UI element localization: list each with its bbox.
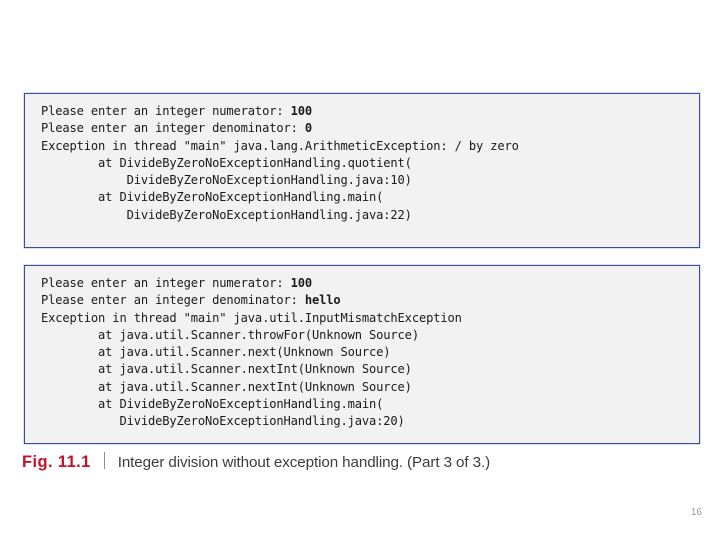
figure-caption-separator-icon — [103, 452, 105, 469]
console-output-text-arithmetic-exception: Please enter an integer numerator: 100 P… — [41, 104, 519, 222]
figure-caption-label: Fig. 11.1 — [22, 453, 91, 471]
console-output-text-input-mismatch-exception: Please enter an integer numerator: 100 P… — [41, 276, 462, 429]
console-output-box-arithmetic-exception: Please enter an integer numerator: 100 P… — [24, 93, 700, 248]
console-output-box-input-mismatch-exception: Please enter an integer numerator: 100 P… — [24, 265, 700, 444]
figure-caption: Fig. 11.1 Integer division without excep… — [22, 450, 490, 472]
page-number: 16 — [690, 507, 702, 518]
figure-caption-text: Integer division without exception handl… — [117, 454, 491, 471]
